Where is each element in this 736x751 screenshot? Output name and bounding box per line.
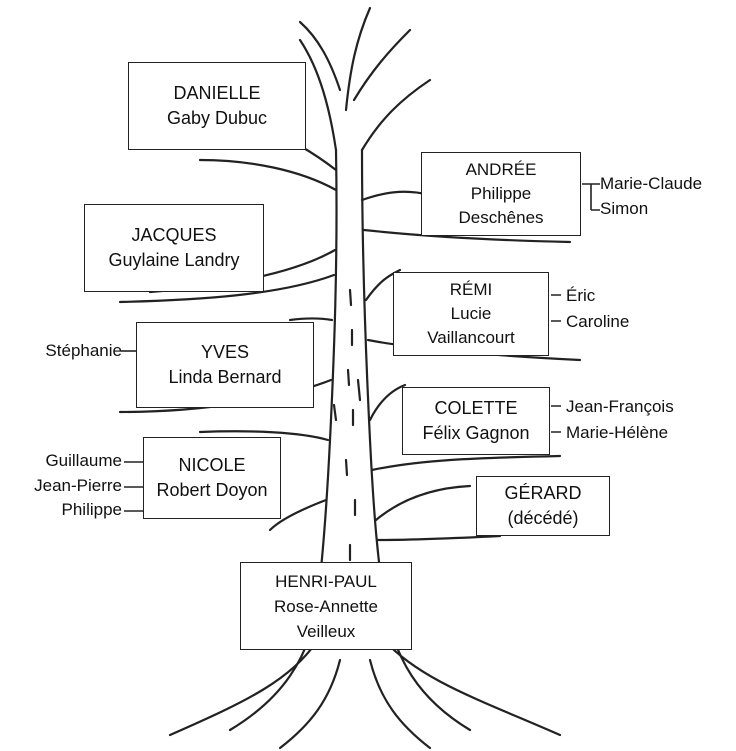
- spouse-name: Vaillancourt: [427, 328, 515, 347]
- branch-andree: [362, 228, 572, 244]
- bark-line: [344, 288, 357, 562]
- person-box-gerard: GÉRARD (décédé): [476, 476, 610, 536]
- spouse-name: Deschênes: [458, 208, 544, 227]
- person-name: RÉMI: [449, 280, 493, 299]
- branch-andree: [360, 190, 432, 202]
- child-connector: [121, 350, 136, 352]
- child-name: Marie-Hélène: [566, 423, 669, 442]
- root: [382, 638, 562, 737]
- branch-nicole: [268, 498, 328, 532]
- spouse-name: Félix Gagnon: [422, 423, 530, 443]
- spouse-name: Gaby Dubuc: [166, 108, 268, 128]
- root: [368, 658, 432, 750]
- person-name: NICOLE: [178, 455, 246, 475]
- branch-yves: [288, 317, 334, 322]
- crown-branch: [360, 78, 432, 152]
- spouse-name: Veilleux: [296, 621, 356, 641]
- branch-colette: [368, 383, 407, 422]
- person-box-yves: YVES Linda Bernard: [136, 322, 314, 408]
- child-name: Jean-Pierre: [34, 476, 122, 495]
- person-box-colette: COLETTE Félix Gagnon: [402, 387, 550, 455]
- person-box-remi: RÉMI Lucie Vaillancourt: [393, 272, 549, 356]
- person-name: YVES: [200, 342, 250, 362]
- branch-gerard: [374, 484, 472, 522]
- children-bracket: [124, 461, 143, 512]
- crown-branch: [344, 6, 372, 112]
- person-box-andree: ANDRÉE Philippe Deschênes: [421, 152, 581, 236]
- child-name: Philippe: [61, 500, 123, 519]
- spouse-name: Rose-Annette: [274, 596, 378, 616]
- branch-nicole: [198, 430, 330, 442]
- spouse-name: Robert Doyon: [156, 480, 268, 500]
- child-name: Jean-François: [566, 397, 674, 416]
- children-bracket: [551, 405, 561, 433]
- crown-branch: [352, 28, 412, 102]
- branch-remi: [364, 268, 402, 302]
- spouse-name: Linda Bernard: [168, 367, 282, 387]
- child-name: Marie-Claude: [600, 174, 703, 193]
- person-name: ANDRÉE: [465, 160, 537, 179]
- child-name: Éric: [566, 286, 596, 305]
- branch-danielle: [198, 158, 338, 192]
- deceased-note: (décédé): [507, 508, 579, 528]
- child-name: Guillaume: [45, 451, 122, 470]
- spouse-name: Philippe: [470, 184, 532, 203]
- bark-line: [332, 378, 362, 422]
- child-name: Simon: [600, 199, 649, 218]
- child-name: Caroline: [566, 312, 630, 331]
- person-name: GÉRARD: [504, 483, 582, 503]
- trunk-left-edge: [228, 148, 338, 732]
- person-box-nicole: NICOLE Robert Doyon: [143, 437, 281, 519]
- spouse-name: Lucie: [450, 304, 492, 323]
- spouse-name: Guylaine Landry: [108, 250, 240, 270]
- child-name: Stéphanie: [45, 341, 122, 360]
- branch-gerard: [376, 534, 502, 542]
- root: [168, 638, 320, 737]
- branch-jacques: [118, 273, 336, 304]
- person-name: COLETTE: [434, 398, 518, 418]
- crown-branch: [298, 38, 338, 152]
- person-box-henri-paul: HENRI-PAUL Rose-Annette Veilleux: [240, 562, 412, 650]
- person-name: JACQUES: [131, 225, 217, 245]
- person-name: DANIELLE: [173, 83, 261, 103]
- trunk-right-edge: [360, 148, 472, 732]
- crown-branch: [298, 20, 342, 92]
- branch-colette: [370, 454, 562, 472]
- person-box-danielle: DANIELLE Gaby Dubuc: [128, 62, 306, 150]
- children-bracket: [582, 183, 600, 211]
- children-bracket: [551, 294, 561, 322]
- root: [278, 658, 342, 750]
- person-name: HENRI-PAUL: [275, 571, 377, 591]
- person-box-jacques: JACQUES Guylaine Landry: [84, 204, 264, 292]
